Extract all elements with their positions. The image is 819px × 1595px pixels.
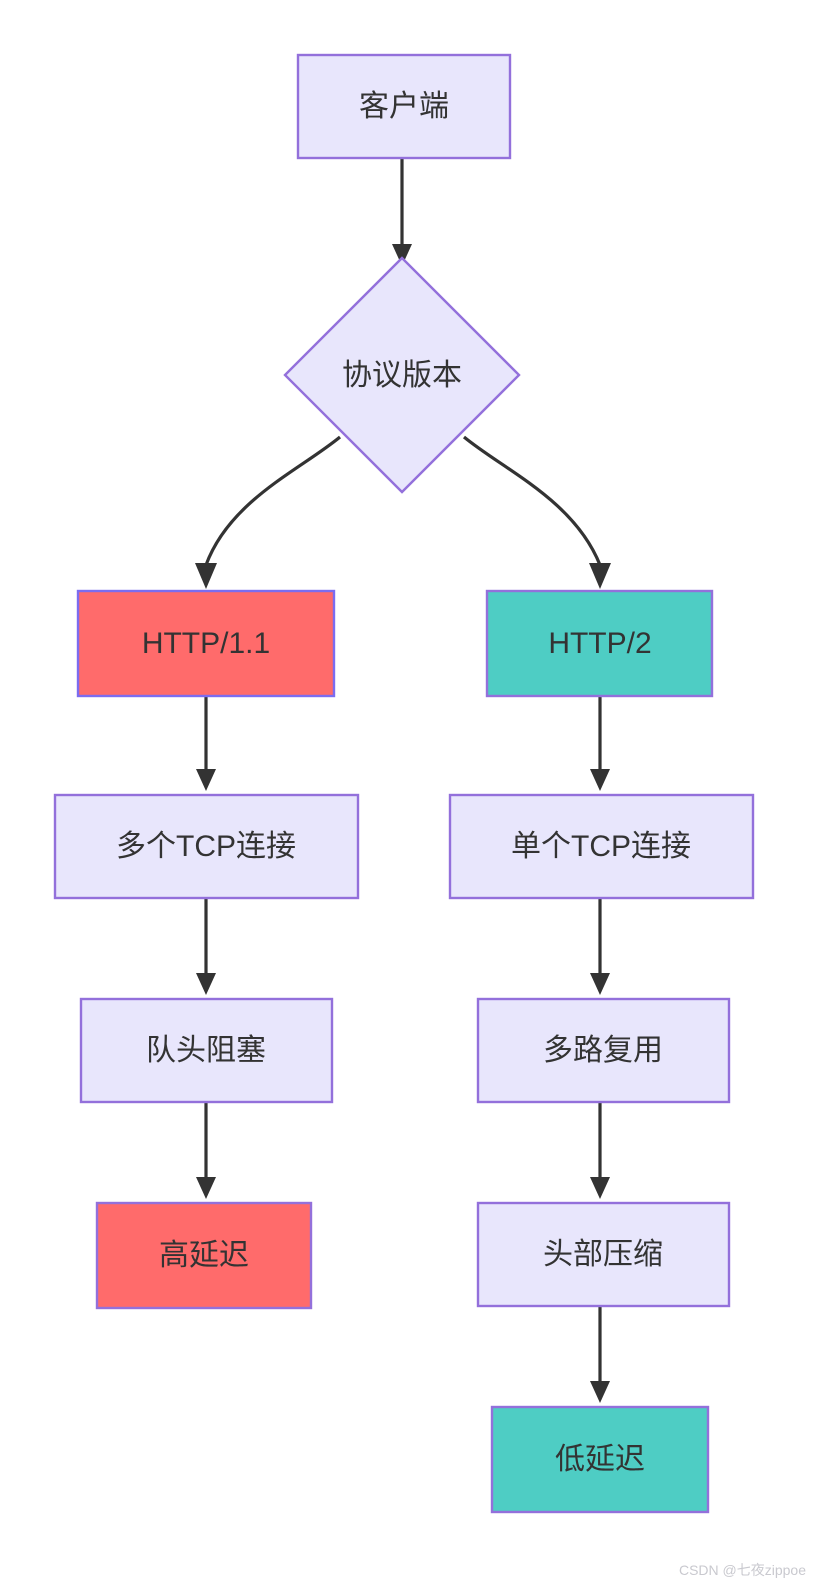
node-http2-label: HTTP/2	[548, 627, 651, 660]
node-low-latency[interactable]: 低延迟	[490, 1405, 710, 1514]
edge-multiplexing-to-header-compression	[590, 1102, 610, 1199]
node-hol-blocking-label: 队头阻塞	[146, 1034, 266, 1067]
node-high-latency-shape[interactable]	[95, 1201, 313, 1310]
node-low-latency-shape[interactable]	[490, 1405, 710, 1514]
node-multiplexing[interactable]: 多路复用	[476, 997, 731, 1104]
node-client[interactable]: 客户端	[296, 53, 512, 160]
node-multiplexing-shape[interactable]	[476, 997, 731, 1104]
edge-http11-to-multi-tcp	[196, 696, 216, 791]
edge-multi-tcp-to-hol-blocking	[196, 898, 216, 995]
node-low-latency-label: 低延迟	[555, 1443, 645, 1476]
node-multi-tcp-label: 多个TCP连接	[116, 830, 296, 863]
edge-client-to-version	[392, 158, 412, 266]
edge-version-to-http11	[195, 435, 342, 589]
node-protocol-version[interactable]: 协议版本	[283, 256, 521, 494]
csdn-watermark: CSDN @七夜zippoe	[679, 1562, 806, 1578]
node-multi-tcp[interactable]: 多个TCP连接	[53, 793, 360, 900]
node-hol-blocking[interactable]: 队头阻塞	[79, 997, 334, 1104]
node-multiplexing-label: 多路复用	[543, 1034, 663, 1067]
node-hol-blocking-shape[interactable]	[79, 997, 334, 1104]
node-http2-shape[interactable]	[485, 589, 714, 698]
node-client-label: 客户端	[359, 90, 449, 123]
node-header-compression-label: 头部压缩	[543, 1238, 663, 1271]
node-http11[interactable]: HTTP/1.1	[76, 589, 336, 698]
node-multi-tcp-shape[interactable]	[53, 793, 360, 900]
node-header-compression[interactable]: 头部压缩	[476, 1201, 731, 1308]
node-client-shape[interactable]	[296, 53, 512, 160]
edge-http2-to-single-tcp	[590, 696, 610, 791]
edge-layer	[195, 158, 611, 1403]
node-http2[interactable]: HTTP/2	[485, 589, 714, 698]
node-header-compression-shape[interactable]	[476, 1201, 731, 1308]
edge-version-to-http2	[462, 435, 611, 589]
edge-hol-blocking-to-high-latency	[196, 1102, 216, 1199]
node-http11-label: HTTP/1.1	[142, 627, 270, 660]
edge-single-tcp-to-multiplexing	[590, 898, 610, 995]
node-single-tcp[interactable]: 单个TCP连接	[448, 793, 755, 900]
node-layer: 客户端 协议版本 HTTP/1.1 HTTP/2 多个TCP连接	[53, 53, 755, 1514]
node-protocol-version-label: 协议版本	[342, 359, 462, 392]
node-high-latency[interactable]: 高延迟	[95, 1201, 313, 1310]
node-http11-shape[interactable]	[76, 589, 336, 698]
node-single-tcp-label: 单个TCP连接	[511, 830, 691, 863]
node-high-latency-label: 高延迟	[159, 1239, 249, 1272]
node-protocol-version-shape[interactable]	[283, 256, 521, 494]
node-single-tcp-shape[interactable]	[448, 793, 755, 900]
edge-header-compression-to-low-latency	[590, 1306, 610, 1403]
